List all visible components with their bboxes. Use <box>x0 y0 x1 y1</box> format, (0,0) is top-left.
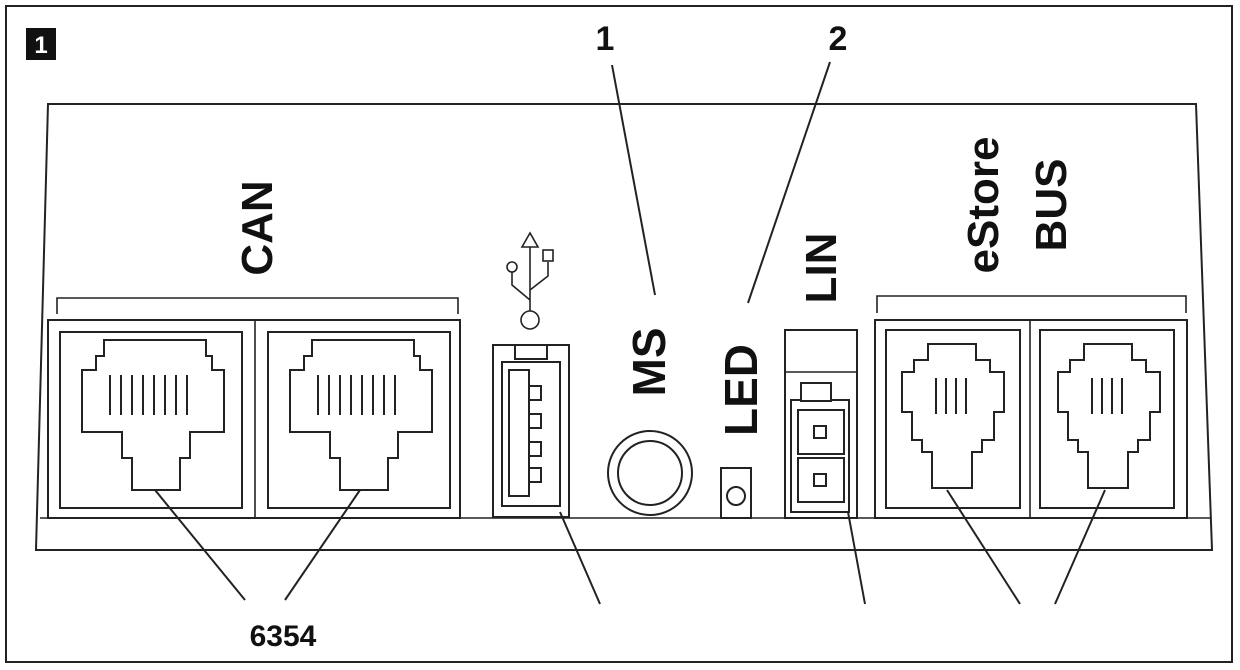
figure-badge-number: 1 <box>34 32 47 59</box>
bottom-leaders <box>154 489 1106 605</box>
callout-1-number: 1 <box>596 20 615 58</box>
callout-1-leader <box>611 64 656 296</box>
can-jack-right <box>267 331 451 509</box>
ms-button <box>607 430 693 516</box>
estore-jack-right <box>1039 329 1175 509</box>
reference-number-label: 6354 <box>250 620 317 653</box>
ms-label: MS <box>623 328 675 397</box>
lin-port <box>784 329 858 519</box>
estore-port-housing <box>874 319 1188 519</box>
estore-jack-left <box>885 329 1021 509</box>
usb-port <box>492 344 570 518</box>
can-bracket <box>56 297 459 314</box>
callout-2-number: 2 <box>829 20 848 58</box>
figure-badge: 1 <box>26 28 56 60</box>
usb-icon <box>506 231 554 330</box>
can-port-housing <box>47 319 461 519</box>
estore-bracket <box>876 295 1187 313</box>
lin-label: LIN <box>797 233 846 304</box>
bus-label: BUS <box>1027 159 1076 252</box>
estore-label: eStore <box>959 137 1008 274</box>
led-indicator <box>720 467 752 519</box>
can-label: CAN <box>233 180 282 275</box>
led-label: LED <box>715 344 767 436</box>
can-jack-left <box>59 331 243 509</box>
callout-2-leader <box>747 61 831 304</box>
